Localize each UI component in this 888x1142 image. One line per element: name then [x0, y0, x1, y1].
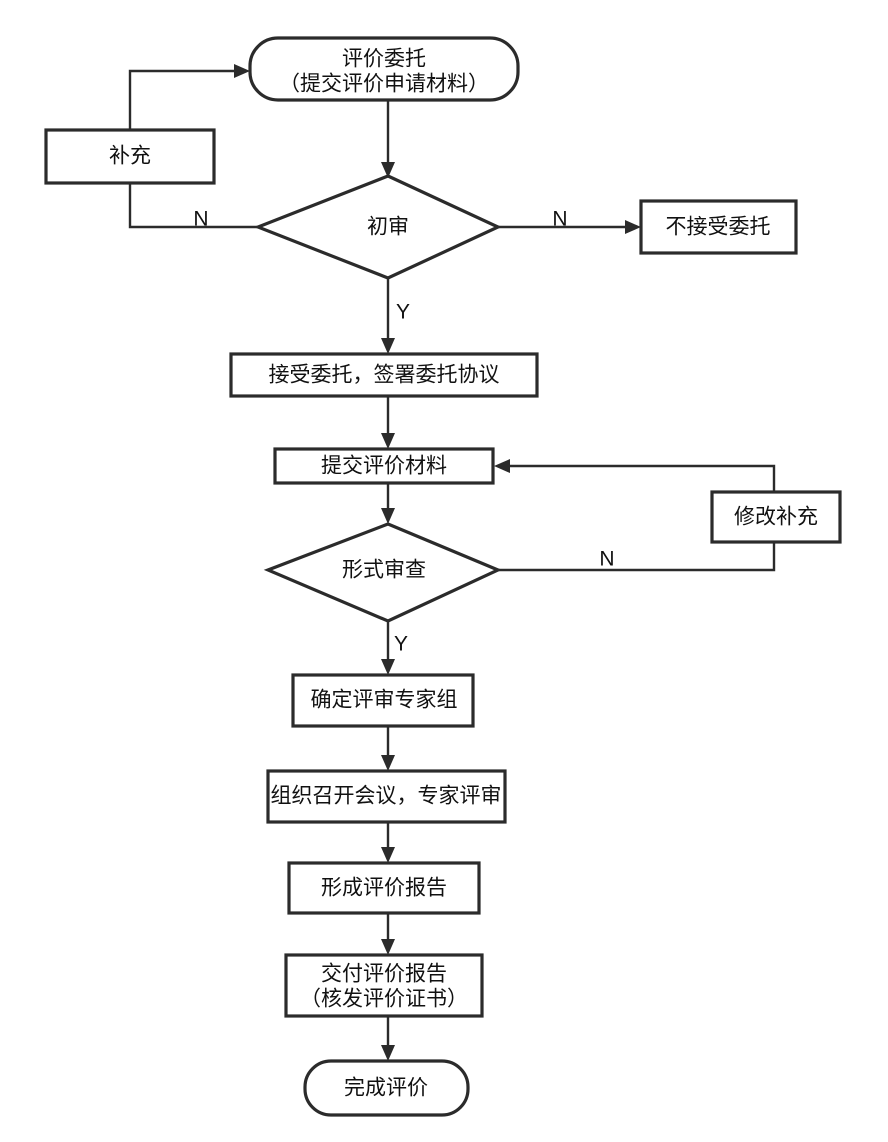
edge-deliver-to-finish: [381, 1014, 395, 1061]
node-supplement[interactable]: 补充: [44, 128, 216, 185]
edge-label-first-review-no-right: N: [552, 208, 567, 231]
node-start-line2: （提交评价申请材料）: [279, 73, 489, 96]
node-hold-meeting[interactable]: 组织召开会议，专家评审: [266, 769, 507, 824]
node-deliver-report-line1: 交付评价报告: [321, 963, 447, 986]
edge-report-to-deliver: [381, 911, 395, 955]
node-deliver-report[interactable]: 交付评价报告 （核发评价证书）: [284, 953, 484, 1018]
node-reject[interactable]: 不接受委托: [639, 199, 798, 255]
node-first-review-label: 初审: [367, 216, 409, 239]
edge-meeting-to-report: [381, 820, 395, 863]
edge-submit-to-form-review: [381, 481, 395, 524]
node-supplement-label: 补充: [109, 145, 151, 168]
edge-first-review-no-right: [496, 220, 641, 234]
node-accept-agreement[interactable]: 接受委托，签署委托协议: [229, 352, 539, 398]
edge-label-form-review-no: N: [599, 548, 614, 571]
node-form-report-label: 形成评价报告: [321, 877, 447, 900]
node-reject-label: 不接受委托: [666, 216, 771, 239]
edge-label-first-review-no-left: N: [193, 208, 208, 231]
edge-label-first-review-yes: Y: [396, 301, 410, 324]
node-form-review-label: 形式审查: [342, 559, 426, 582]
node-accept-agreement-label: 接受委托，签署委托协议: [269, 364, 500, 387]
node-deliver-report-line2: （核发评价证书）: [300, 988, 468, 1011]
node-expert-group-label: 确定评审专家组: [311, 689, 458, 712]
node-start-terminator[interactable]: 评价委托 （提交评价申请材料）: [248, 36, 520, 102]
edge-expert-to-meeting: [381, 724, 395, 771]
node-finish-label: 完成评价: [344, 1077, 428, 1100]
node-finish-terminator[interactable]: 完成评价: [303, 1059, 470, 1117]
edge-accept-to-submit: [381, 394, 395, 449]
edge-form-review-no-loop: [494, 459, 776, 572]
node-start-line1: 评价委托: [342, 48, 426, 71]
node-form-review-decision[interactable]: 形式审查: [263, 522, 502, 623]
node-first-review-decision[interactable]: 初审: [253, 174, 502, 280]
edge-start-to-first-review: [381, 98, 395, 178]
edge-form-review-yes: [381, 619, 395, 675]
node-hold-meeting-label: 组织召开会议，专家评审: [271, 785, 502, 808]
node-submit-materials[interactable]: 提交评价材料: [273, 447, 495, 485]
node-form-report[interactable]: 形成评价报告: [287, 861, 481, 915]
edge-label-form-review-yes: Y: [394, 633, 408, 656]
edge-first-review-no-left-loop: [128, 64, 260, 229]
node-revise-supplement-label: 修改补充: [734, 506, 818, 529]
node-submit-materials-label: 提交评价材料: [321, 455, 447, 478]
node-expert-group[interactable]: 确定评审专家组: [291, 673, 475, 728]
edge-first-review-yes: [381, 276, 395, 354]
node-revise-supplement[interactable]: 修改补充: [710, 490, 842, 544]
